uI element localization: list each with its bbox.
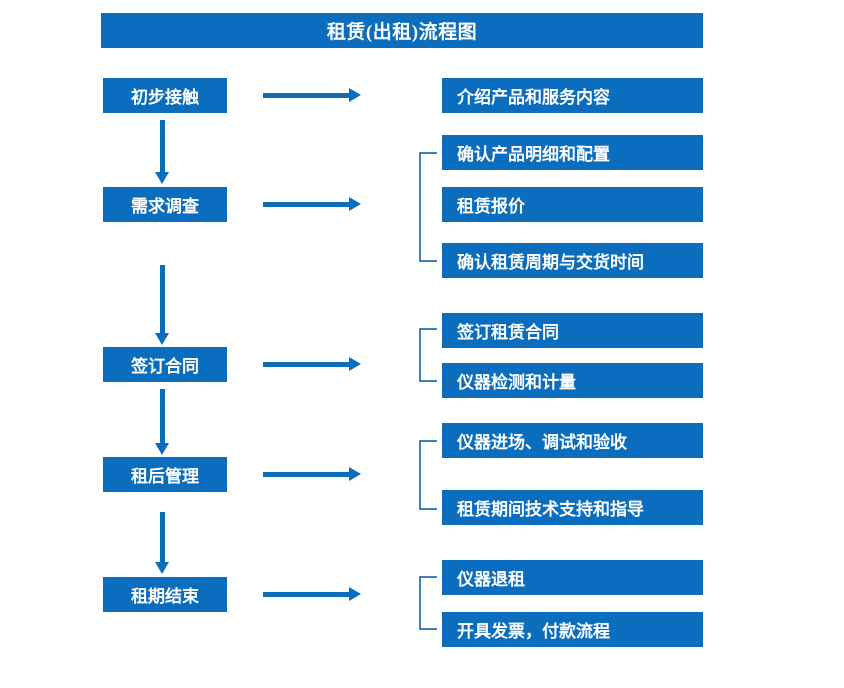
detail-node-8[interactable]: 租赁期间技术支持和指导 [442,490,703,525]
down-arrow-1-to-2-shaft [160,120,165,173]
stage-node-3[interactable]: 签订合同 [103,347,227,382]
right-arrow-stage-2-shaft [263,202,350,207]
detail-node-1[interactable]: 介绍产品和服务内容 [442,78,703,113]
detail-node-6[interactable]: 仪器检测和计量 [442,363,703,398]
down-arrow-3-to-4-shaft [160,389,165,444]
stage-node-1-label: 初步接触 [131,88,199,107]
right-arrow-stage-5-head [349,587,361,601]
detail-node-4-label: 确认租赁周期与交货时间 [457,253,644,272]
stage-node-2-label: 需求调查 [131,197,199,216]
detail-node-3-label: 租赁报价 [457,197,525,216]
stage-node-4[interactable]: 租后管理 [103,457,227,492]
down-arrow-2-to-3 [155,265,169,345]
right-arrow-stage-4-shaft [263,472,350,477]
detail-node-9[interactable]: 仪器退租 [442,560,703,595]
right-arrow-stage-5-shaft [263,592,350,597]
group-bracket-closing [419,576,437,630]
down-arrow-4-to-5-head [155,562,169,574]
right-arrow-stage-2-head [349,197,361,211]
stage-node-3-label: 签订合同 [131,357,199,376]
down-arrow-4-to-5-shaft [160,512,165,563]
detail-node-10-label: 开具发票，付款流程 [457,622,610,641]
detail-node-6-label: 仪器检测和计量 [457,373,576,392]
chart-title: 租赁(出租)流程图 [101,13,703,48]
detail-node-9-label: 仪器退租 [457,570,525,589]
right-arrow-stage-2 [263,197,361,211]
detail-node-8-label: 租赁期间技术支持和指导 [457,500,644,519]
detail-node-7-label: 仪器进场、调试和验收 [457,433,627,452]
right-arrow-stage-1-head [349,88,361,102]
down-arrow-2-to-3-shaft [160,265,165,334]
stage-node-2[interactable]: 需求调查 [103,187,227,222]
stage-node-5[interactable]: 租期结束 [103,577,227,612]
detail-node-2[interactable]: 确认产品明细和配置 [442,135,703,170]
down-arrow-2-to-3-head [155,333,169,345]
right-arrow-stage-3-shaft [263,362,350,367]
right-arrow-stage-5 [263,587,361,601]
right-arrow-stage-1 [263,88,361,102]
group-bracket-management [419,440,437,510]
down-arrow-1-to-2-head [155,172,169,184]
detail-node-10[interactable]: 开具发票，付款流程 [442,612,703,647]
down-arrow-3-to-4 [155,389,169,455]
right-arrow-stage-4-head [349,467,361,481]
detail-node-7[interactable]: 仪器进场、调试和验收 [442,423,703,458]
right-arrow-stage-1-shaft [263,93,350,98]
group-bracket-requirements [419,152,437,262]
detail-node-5-label: 签订租赁合同 [457,323,559,342]
detail-node-2-label: 确认产品明细和配置 [457,145,610,164]
down-arrow-3-to-4-head [155,443,169,455]
down-arrow-1-to-2 [155,120,169,184]
stage-node-4-label: 租后管理 [131,467,199,486]
stage-node-1[interactable]: 初步接触 [103,78,227,113]
group-bracket-contract [419,328,437,382]
right-arrow-stage-3 [263,357,361,371]
right-arrow-stage-3-head [349,357,361,371]
detail-node-4[interactable]: 确认租赁周期与交货时间 [442,243,703,278]
down-arrow-4-to-5 [155,512,169,574]
stage-node-5-label: 租期结束 [131,587,199,606]
detail-node-3[interactable]: 租赁报价 [442,187,703,222]
detail-node-5[interactable]: 签订租赁合同 [442,313,703,348]
detail-node-1-label: 介绍产品和服务内容 [457,88,610,107]
right-arrow-stage-4 [263,467,361,481]
